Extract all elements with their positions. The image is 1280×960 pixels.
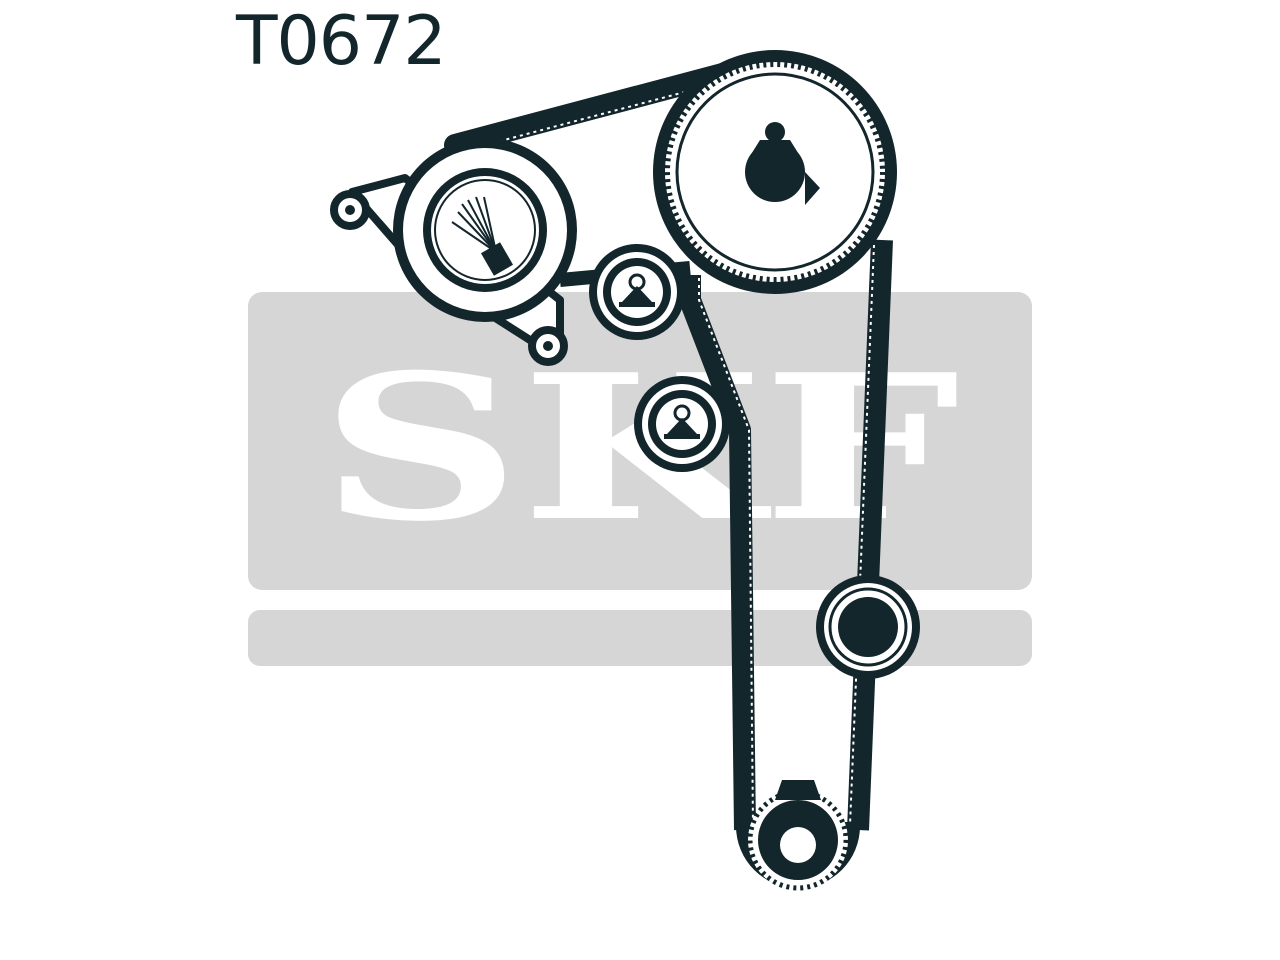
belt-span-right (847, 239, 893, 831)
part-number-title: T0672 (236, 2, 447, 81)
belt-teeth-right (849, 244, 875, 826)
idler-pulley-icon (589, 244, 685, 340)
belt-span-left (679, 275, 756, 831)
water-pump-pulley-icon (816, 575, 920, 679)
timing-belt (444, 57, 893, 831)
skf-logo-text: SKF (320, 331, 960, 566)
tensioner-pulley-icon (330, 138, 577, 366)
camshaft-sprocket-icon (653, 50, 897, 294)
belt-teeth-left (698, 278, 754, 826)
idler-pulley-icon-2 (634, 376, 730, 472)
crankshaft-sprocket-icon (735, 780, 860, 891)
